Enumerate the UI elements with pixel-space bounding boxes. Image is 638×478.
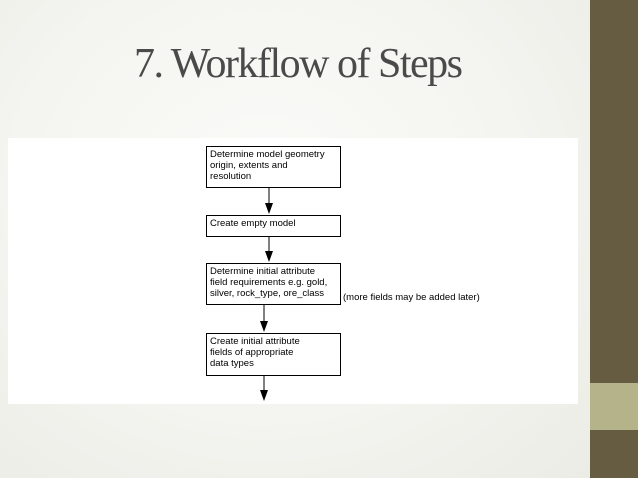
arrow-4	[260, 376, 268, 401]
step-attribute-requirements: Determine initial attribute field requir…	[206, 263, 341, 305]
step-create-attribute-fields: Create initial attribute fields of appro…	[206, 333, 341, 376]
arrow-3	[260, 305, 268, 332]
step-determine-geometry: Determine model geometry origin, extents…	[206, 146, 341, 188]
step-create-empty-model: Create empty model	[206, 215, 341, 237]
slide-title: 7. Workflow of Steps	[134, 41, 463, 87]
arrow-1	[265, 188, 273, 214]
side-accent-block	[590, 383, 638, 430]
step-note: (more fields may be added later)	[343, 292, 480, 303]
arrow-2	[265, 237, 273, 262]
